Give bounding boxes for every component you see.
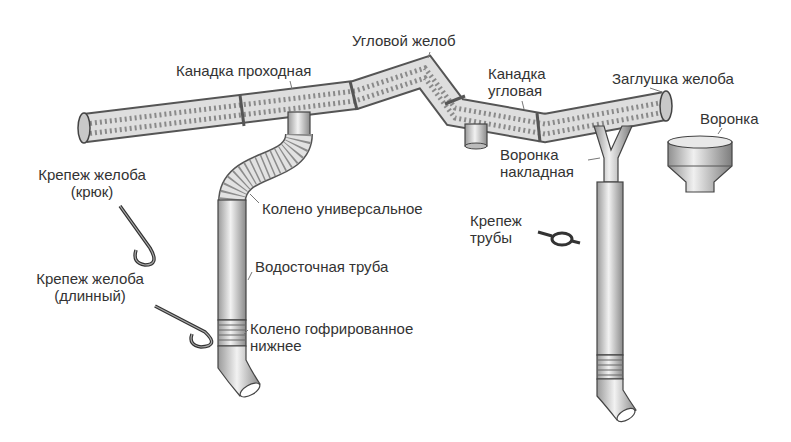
gutter-hook [120, 206, 154, 265]
leader-line [250, 194, 259, 203]
elbow-corrugation [218, 325, 246, 340]
pipe-outlet-mouth [238, 380, 262, 400]
elbow-corrugation [232, 134, 299, 202]
gutter-hook [120, 206, 154, 265]
downpipe [597, 182, 623, 355]
leader-line [248, 272, 252, 280]
part-label: Заглушка желоба [612, 70, 734, 87]
part-label: Крепеж трубы [470, 212, 536, 246]
gutter-joint [537, 113, 540, 142]
funnel [668, 136, 732, 192]
part-label: Колено универсальное [262, 200, 423, 217]
leader-line [718, 128, 722, 134]
funnel-body [668, 142, 732, 192]
part-label: Канадка угловая [488, 65, 566, 99]
bracket-ring [552, 233, 572, 245]
leader-line [428, 52, 430, 58]
long-gutter-hook [155, 306, 212, 347]
leader-line [244, 330, 248, 334]
corrugated-elbow [218, 320, 246, 346]
gutter-outlet-rim [465, 143, 487, 149]
universal-elbow [232, 134, 299, 202]
gutter-joint [445, 96, 465, 104]
leader-line [522, 101, 524, 109]
gutter [78, 68, 672, 143]
part-label: Угловой желоб [352, 32, 456, 49]
gutter-joint [350, 81, 357, 110]
part-label: Крепеж желоба (крюк) [22, 166, 162, 200]
part-label: Водосточная труба [255, 258, 388, 275]
leader-line [650, 88, 662, 92]
bracket-tab [572, 241, 580, 243]
leader-lines [244, 52, 722, 334]
long-gutter-hook [155, 306, 212, 347]
gutter-end-cap [660, 91, 672, 121]
pipe-bracket [538, 232, 580, 245]
part-label: Воронка [700, 110, 759, 127]
part-label: Канадка проходная [176, 62, 311, 79]
overlay-funnel [594, 126, 632, 182]
elbow-corrugation [597, 360, 623, 375]
bracket-tab [538, 232, 552, 236]
part-label: Крепеж желоба (длинный) [20, 270, 160, 304]
gutter-outlet [288, 112, 310, 136]
part-label: Колено гофрированное нижнее [250, 320, 435, 354]
leader-line [290, 81, 292, 89]
leader-line [588, 158, 600, 160]
pipe-outlet-mouth [615, 406, 637, 425]
universal-elbow [232, 134, 299, 202]
funnel-rim [668, 136, 732, 148]
part-label: Воронка накладная [500, 146, 588, 180]
downpipe [218, 200, 246, 320]
funnel-seam [668, 166, 732, 167]
gutter-joint [240, 95, 244, 126]
gutter-texture [85, 68, 665, 124]
gutter-end-cap [78, 113, 90, 143]
corrugated-elbow [597, 355, 623, 379]
gutter-texture [85, 78, 665, 134]
